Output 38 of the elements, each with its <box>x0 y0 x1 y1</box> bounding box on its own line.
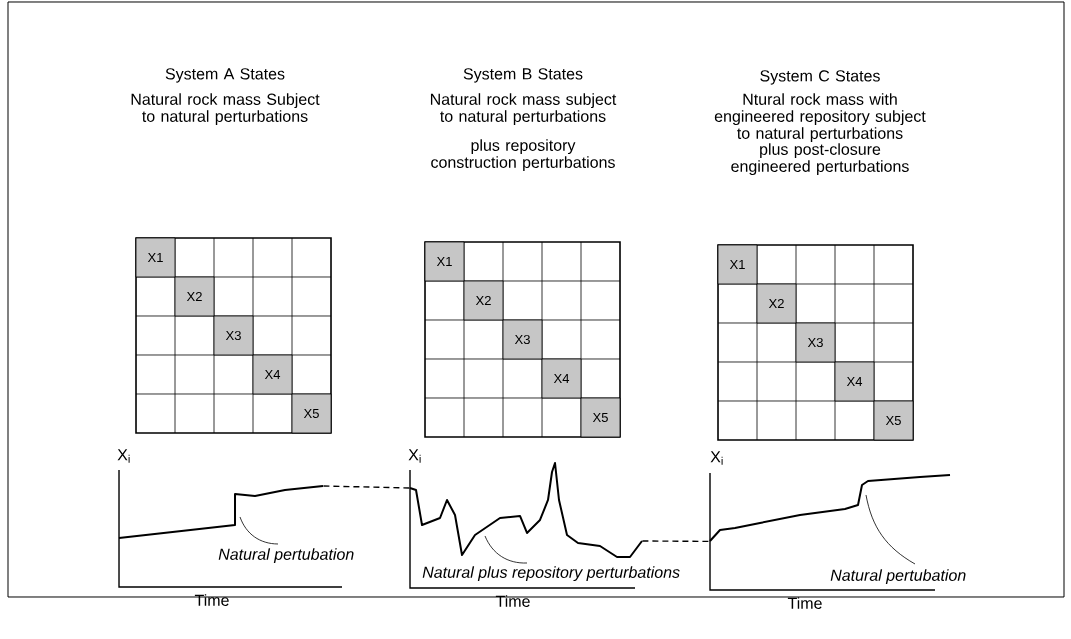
description-text: Natural rock mass subject to natural perturbations <box>430 93 617 126</box>
shaded-cell: X5 <box>580 397 621 438</box>
panel-title: System C States <box>760 70 880 85</box>
shaded-cell: X2 <box>756 283 797 324</box>
dashed-connector <box>641 540 711 543</box>
axis-label: X$_{i}$ <box>117 449 130 463</box>
dashed-connector <box>322 485 411 489</box>
shaded-cell: X4 <box>252 354 293 395</box>
shaded-cell: X3 <box>502 319 543 360</box>
annotation-text: Natural pertubation <box>830 569 966 585</box>
shaded-cell: X3 <box>213 315 254 356</box>
shaded-cell: X1 <box>135 237 176 278</box>
time-series-curve <box>709 474 951 542</box>
description-text: plus repository construction perturbations <box>431 139 615 172</box>
axis-label: X$_{i}$ <box>408 449 421 463</box>
annotation-text: Natural plus repository perturbations <box>422 566 680 582</box>
panel-title: System A States <box>165 68 285 83</box>
shaded-cell: X2 <box>463 280 504 321</box>
description-text: plus post-closure engineered perturbations <box>731 143 909 176</box>
shaded-cell: X1 <box>424 241 465 282</box>
shaded-cell: X5 <box>291 393 332 434</box>
axis-label: Time <box>495 595 530 607</box>
shaded-cell: X1 <box>717 244 758 285</box>
leader-line <box>484 535 528 564</box>
panel-title: System B States <box>463 68 583 83</box>
shaded-cell: X4 <box>541 358 582 399</box>
shaded-cell: X3 <box>795 322 836 363</box>
leader-line <box>865 494 916 565</box>
annotation-text: Natural pertubation <box>218 548 354 564</box>
leader-line <box>239 516 279 545</box>
time-series-curve <box>409 462 643 558</box>
shaded-cell: X5 <box>873 400 914 441</box>
time-series-curve <box>118 485 324 539</box>
axis-label: Time <box>194 594 229 606</box>
shaded-cell: X4 <box>834 361 875 402</box>
shaded-cell: X2 <box>174 276 215 317</box>
description-text: Natural rock mass Subject to natural perturbations <box>131 93 320 126</box>
axis-label: Time <box>787 597 822 609</box>
